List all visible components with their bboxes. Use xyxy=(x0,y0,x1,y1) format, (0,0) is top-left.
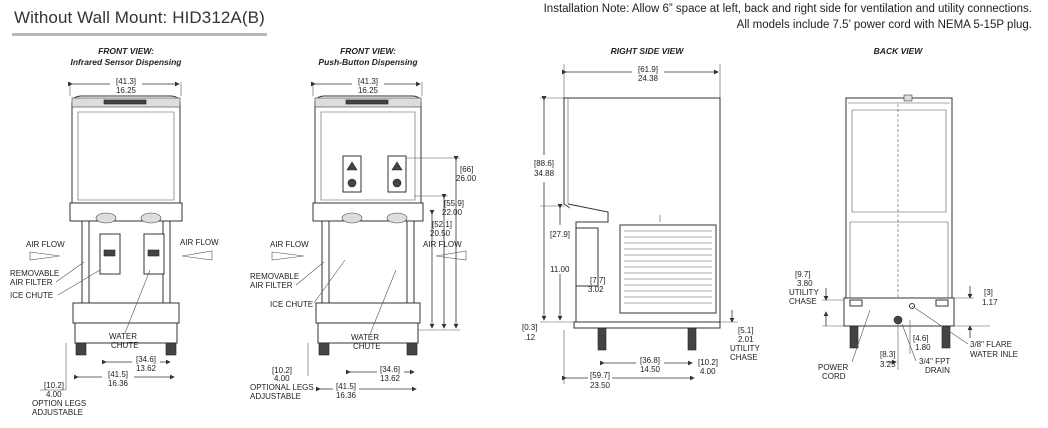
h1-metric: [66] xyxy=(460,165,473,174)
util-metric: [5.1] xyxy=(738,326,754,335)
h1-inch: 26.00 xyxy=(456,174,477,183)
legs-inch: 4.00 xyxy=(46,390,62,399)
legs-metric: [10.2] xyxy=(272,366,292,375)
base-width-inch: 16.36 xyxy=(108,379,129,388)
front-view-push-button: FRONT VIEW: Push-Button Dispensing [41.3… xyxy=(250,46,477,401)
power-cord-note: All models include 7.5’ power cord with … xyxy=(736,19,1032,31)
power-inch: 3.25 xyxy=(880,360,896,369)
view-title: FRONT VIEW: xyxy=(340,46,396,56)
drain-label-1: 3/4" FPT xyxy=(919,357,950,366)
flare-label-2: WATER INLE xyxy=(970,350,1018,359)
view-subtitle: Infrared Sensor Dispensing xyxy=(71,57,183,67)
water-chute-label-1: WATER xyxy=(109,332,137,341)
chute-width-inch: 13.62 xyxy=(136,364,157,373)
filter-label-2: AIR FILTER xyxy=(250,281,293,290)
side-grille xyxy=(619,224,717,314)
width-metric: [41.3] xyxy=(358,77,378,86)
base-width-metric: [41.5] xyxy=(336,382,356,391)
legs-metric: [10.2] xyxy=(44,381,64,390)
h2-inch: 22.00 xyxy=(442,208,463,217)
height-inch: 34.88 xyxy=(534,169,555,178)
water-chute-label-1: WATER xyxy=(351,333,379,342)
width-metric: [41.3] xyxy=(116,77,136,86)
front-view-infrared: FRONT VIEW: Infrared Sensor Dispensing [… xyxy=(10,46,219,417)
water-chute-label-2: CHUTE xyxy=(353,342,381,351)
back-view: BACK VIEW [9.7] 3.80 UTILITY CHASE [3] 1… xyxy=(789,46,1018,381)
air-flow-right: AIR FLOW xyxy=(423,240,462,249)
width-inch: 16.25 xyxy=(358,86,379,95)
util-inch: 2.01 xyxy=(738,335,754,344)
filter-label-2: AIR FILTER xyxy=(10,278,53,287)
installation-note: Installation Note: Allow 6” space at lef… xyxy=(543,3,1032,15)
total-inch: 23.50 xyxy=(590,381,611,390)
air-flow-left: AIR FLOW xyxy=(26,240,65,249)
view-title: BACK VIEW xyxy=(874,46,924,56)
drain-metric: [4.6] xyxy=(913,334,929,343)
legs-label-2: ADJUSTABLE xyxy=(32,408,83,417)
air-flow-right: AIR FLOW xyxy=(180,238,219,247)
mid-metric: [27.9] xyxy=(550,230,570,239)
small-inch: 3.02 xyxy=(588,285,604,294)
width-inch: 24.38 xyxy=(638,74,659,83)
chase-metric: [9.7] xyxy=(795,270,811,279)
page-title: Without Wall Mount: HID312A(B) xyxy=(14,8,265,27)
h3-inch: 20.50 xyxy=(430,229,451,238)
legs-label-1: OPTION LEGS xyxy=(32,399,86,408)
right-side-view: RIGHT SIDE VIEW [61.9] 24.38 [88.6] xyxy=(522,46,760,390)
air-flow-left: AIR FLOW xyxy=(270,240,309,249)
small-metric: [7.7] xyxy=(590,276,606,285)
h2-metric: [55.9] xyxy=(444,199,464,208)
title-underline xyxy=(12,33,267,36)
base-width-metric: [41.5] xyxy=(108,370,128,379)
chute-width-metric: [34.6] xyxy=(136,355,156,364)
leg-inch: 4.00 xyxy=(700,367,716,376)
legs-label-1: OPTIONAL LEGS xyxy=(250,383,314,392)
base-inch: .12 xyxy=(524,333,536,342)
drain-label-2: DRAIN xyxy=(925,366,950,375)
legs-label-2: ADJUSTABLE xyxy=(250,392,301,401)
util-label-1: UTILITY xyxy=(730,344,760,353)
base-metric: [0.3] xyxy=(522,323,538,332)
leg-metric: [10.2] xyxy=(698,358,718,367)
mid-inch: 11.00 xyxy=(550,265,570,274)
width-inch: 16.25 xyxy=(116,86,137,95)
h3-metric: [52.1] xyxy=(432,220,452,229)
filter-label-1: REMOVABLE xyxy=(10,269,59,278)
legs-inch: 4.00 xyxy=(274,374,290,383)
depth-inch: 14.50 xyxy=(640,365,661,374)
power-label-2: CORD xyxy=(822,372,846,381)
power-metric: [8.3] xyxy=(880,350,896,359)
power-label-1: POWER xyxy=(818,363,848,372)
chase-label-1: UTILITY xyxy=(789,288,819,297)
right-metric: [3] xyxy=(984,288,993,297)
flare-label-1: 3/8" FLARE xyxy=(970,340,1012,349)
view-title: FRONT VIEW: xyxy=(98,46,154,56)
view-title: RIGHT SIDE VIEW xyxy=(611,46,685,56)
chase-label-2: CHASE xyxy=(789,297,817,306)
chute-width-inch: 13.62 xyxy=(380,374,401,383)
chute-width-metric: [34.6] xyxy=(380,365,400,374)
ice-chute-label: ICE CHUTE xyxy=(270,300,313,309)
view-subtitle: Push-Button Dispensing xyxy=(318,57,418,67)
base-width-inch: 16.36 xyxy=(336,391,357,400)
width-metric: [61.9] xyxy=(638,65,658,74)
chase-inch: 3.80 xyxy=(797,279,813,288)
util-label-2: CHASE xyxy=(730,353,758,362)
ice-chute-label: ICE CHUTE xyxy=(10,291,53,300)
depth-metric: [36.8] xyxy=(640,356,660,365)
right-inch: 1.17 xyxy=(982,298,998,307)
height-metric: [88.6] xyxy=(534,159,554,168)
logo-plate xyxy=(103,99,147,105)
total-metric: [59.7] xyxy=(590,371,610,380)
water-chute-label-2: CHUTE xyxy=(111,341,139,350)
drain-inch: 1.80 xyxy=(915,343,931,352)
filter-label-1: REMOVABLE xyxy=(250,272,299,281)
